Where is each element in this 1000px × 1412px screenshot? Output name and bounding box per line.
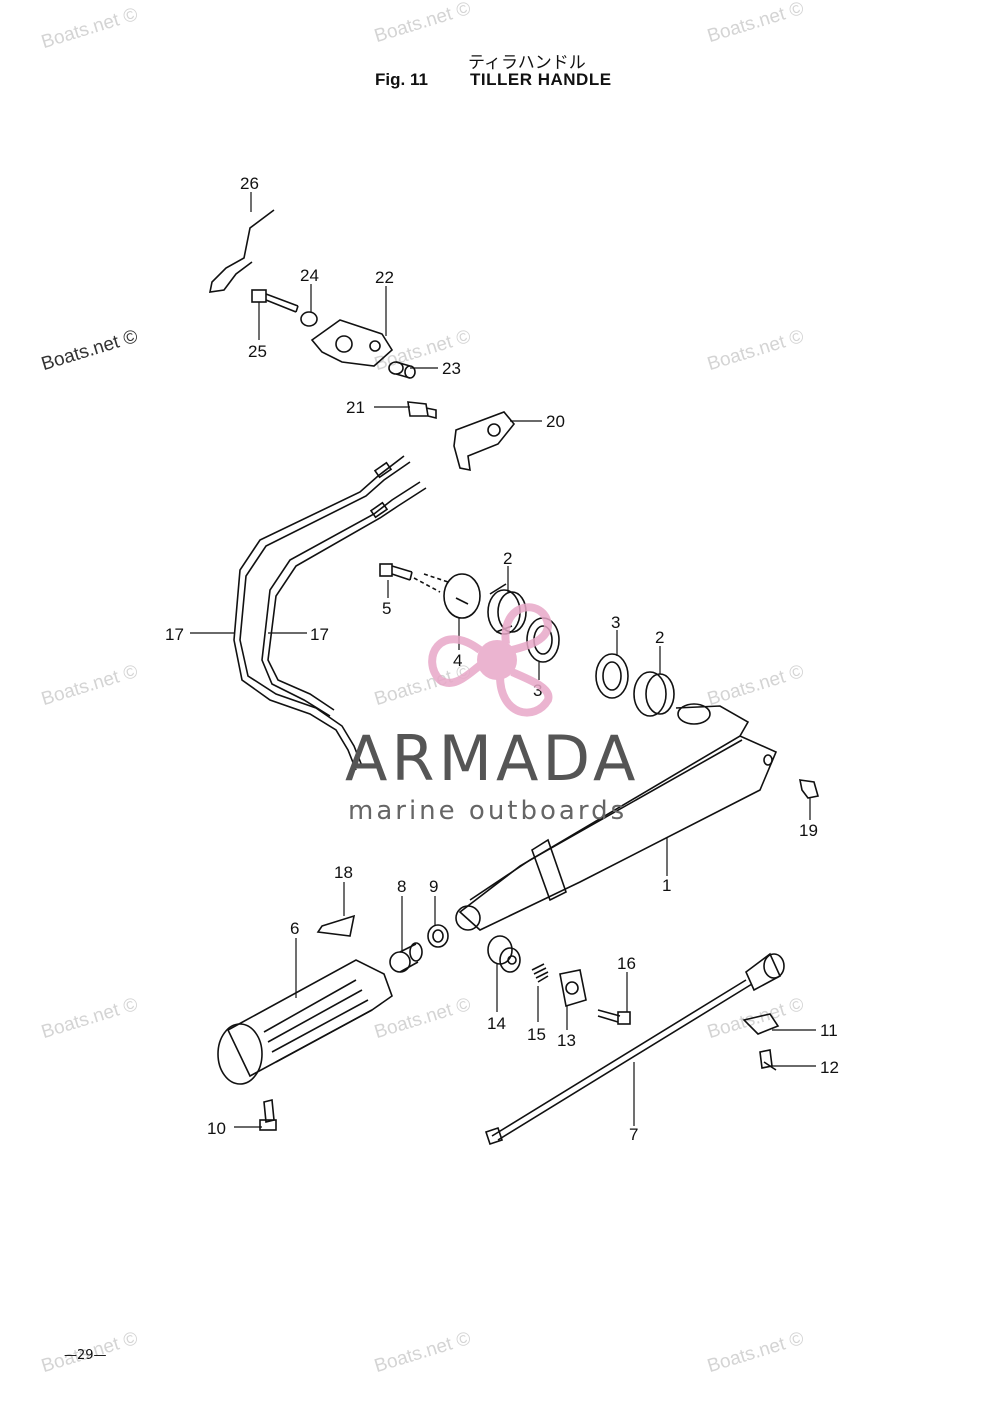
part-16-bolt	[597, 1009, 631, 1025]
callout-1: 1	[662, 876, 671, 895]
part-17-throttle-cables	[233, 455, 427, 771]
callout-20: 20	[546, 412, 565, 431]
callout-2: 2	[655, 628, 664, 647]
part-14-collar	[487, 935, 521, 973]
callout-8: 8	[397, 877, 406, 896]
callout-3: 3	[533, 681, 542, 700]
armada-brand-tagline: marine outboards	[348, 796, 628, 826]
callout-13: 13	[557, 1031, 576, 1050]
part-21-fitting	[407, 401, 437, 420]
part-1-tiller-arm	[455, 703, 778, 931]
part-11-cotter-pin	[742, 1013, 780, 1035]
callout-7: 7	[629, 1125, 638, 1144]
part-3-washer-lower	[595, 653, 629, 699]
callout-19: 19	[799, 821, 818, 840]
callout-17: 17	[165, 625, 184, 644]
part-7-throttle-rod	[484, 952, 785, 1146]
part-15-spring	[531, 963, 549, 983]
armada-brand-name: ARMADA	[345, 722, 640, 795]
callout-4: 4	[453, 651, 462, 670]
callout-9: 9	[429, 877, 438, 896]
callout-21: 21	[346, 398, 365, 417]
callout-2: 2	[503, 549, 512, 568]
part-24-washer	[300, 311, 318, 327]
part-4-cap	[413, 573, 481, 619]
part-23-collar	[388, 361, 416, 379]
callout-3: 3	[611, 613, 620, 632]
callout-25: 25	[248, 342, 267, 361]
part-10-screw	[259, 1098, 277, 1131]
figure-number: Fig. 11	[375, 70, 428, 89]
callout-15: 15	[527, 1025, 546, 1044]
callout-11: 11	[820, 1021, 838, 1040]
part-2-grommet-lower	[633, 671, 675, 717]
callout-17: 17	[310, 625, 329, 644]
part-5-screw	[379, 563, 413, 581]
callout-5: 5	[382, 599, 391, 618]
callout-16: 16	[617, 954, 636, 973]
part-13-clamp	[559, 969, 587, 1008]
part-19-clip	[798, 779, 820, 799]
part-9-collar	[427, 924, 449, 948]
callout-10: 10	[207, 1119, 226, 1138]
callout-22: 22	[375, 268, 394, 287]
callout-18: 18	[334, 863, 353, 882]
part-12-screw	[759, 1049, 777, 1071]
part-6-throttle-grip	[217, 959, 393, 1085]
callout-23: 23	[442, 359, 461, 378]
callout-26: 26	[240, 174, 259, 193]
leader-lines	[190, 192, 816, 1128]
callout-14: 14	[487, 1014, 506, 1033]
part-22-bracket	[310, 319, 394, 367]
part-20-plate	[453, 411, 516, 472]
part-26-wire-clip	[208, 209, 275, 293]
figure-title: TILLER HANDLE	[470, 70, 612, 89]
callout-12: 12	[820, 1058, 839, 1077]
part-8-bushing	[389, 942, 423, 973]
armada-propeller-logo	[428, 603, 553, 717]
figure-title-japanese: ティラハンドル	[468, 53, 586, 73]
page-number: —29—	[64, 1348, 107, 1363]
part-18-decal	[316, 914, 356, 937]
callout-6: 6	[290, 919, 299, 938]
callout-24: 24	[300, 266, 319, 285]
